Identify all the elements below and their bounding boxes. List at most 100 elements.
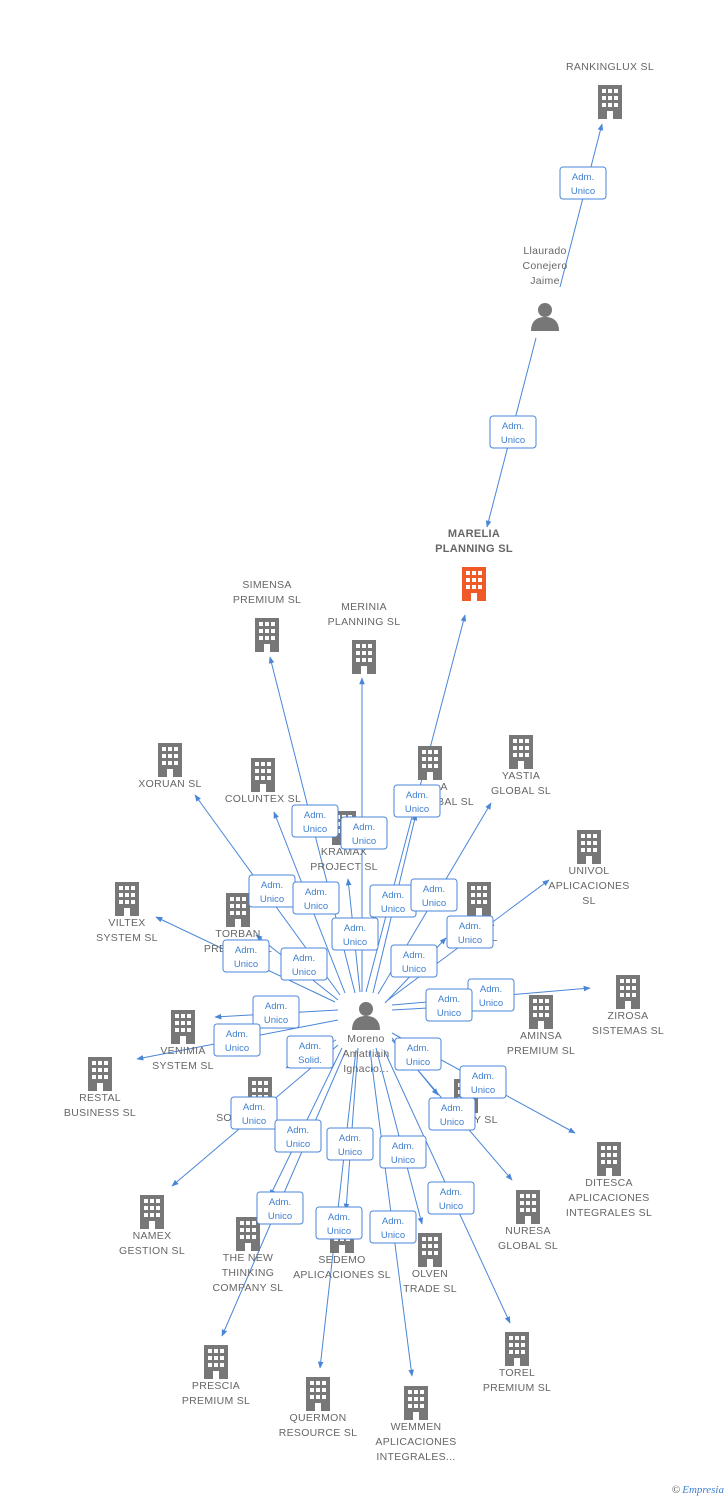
relation-tag-line: Adm. xyxy=(403,950,425,961)
relation-tag-wemmen[interactable]: Adm.Unico xyxy=(369,1210,417,1244)
company-node-coluntex[interactable]: COLUNTEX SL xyxy=(225,758,301,805)
relation-tag-so[interactable]: Adm.Solid. xyxy=(286,1035,334,1069)
relation-tag-torel[interactable]: Adm.Unico xyxy=(427,1181,475,1215)
relation-tag-line: Unico xyxy=(286,1139,310,1150)
relation-tag-coluntex[interactable]: Adm.Unico xyxy=(292,881,340,915)
relation-tag-restal[interactable]: Adm.Unico xyxy=(213,1023,261,1057)
relation-tag-marelia[interactable]: Adm.Unico xyxy=(489,415,537,449)
relation-tag-prescia[interactable]: Adm.Unico xyxy=(256,1191,304,1225)
relation-tag-line: Adm. xyxy=(243,1102,265,1113)
relation-tag-simensa[interactable]: Adm.Unico xyxy=(291,804,339,838)
relation-tag-box xyxy=(286,1035,334,1069)
relation-tag-line: Unico xyxy=(327,1226,351,1237)
relation-tag-quality[interactable]: Adm. Unico xyxy=(394,1037,442,1071)
relation-tag-venimia[interactable]: Adm.Unico xyxy=(252,995,300,1029)
relation-tag-a_global[interactable]: Adm.Unico xyxy=(369,884,417,918)
relation-tag-thenew[interactable]: Adm.Unico xyxy=(274,1119,322,1153)
node-label: COLUNTEX SL xyxy=(225,793,301,805)
relation-tag-rankinglux[interactable]: Adm.Unico xyxy=(559,166,607,200)
relation-tag-univol[interactable]: Adm.Unico xyxy=(446,915,494,949)
building-icon xyxy=(598,85,622,119)
relation-tag-line: Adm. xyxy=(261,880,283,891)
relation-tag-yastia[interactable]: Adm.Unico xyxy=(410,878,458,912)
relation-tag-line: Adm. xyxy=(382,890,404,901)
relation-tag-box xyxy=(213,1023,261,1057)
relation-tag-box xyxy=(446,915,494,949)
relation-tag-line: Unico xyxy=(292,967,316,978)
relation-tag-box xyxy=(291,804,339,838)
relation-tag-quermon[interactable]: Adm.Unico xyxy=(315,1206,363,1240)
relation-tag-zirosa[interactable]: Adm.Unico xyxy=(467,978,515,1012)
relation-tag-torban[interactable]: Adm.Unico xyxy=(280,947,328,981)
building-icon xyxy=(418,746,442,780)
relation-tag-aminsa[interactable]: Adm. Unico xyxy=(425,988,473,1022)
relation-tag-nuresa[interactable]: Adm.Unico xyxy=(428,1097,476,1131)
relation-tag-xoruan[interactable]: Adm.Unico xyxy=(248,874,296,908)
building-icon xyxy=(204,1345,228,1379)
relation-tag-line: Adm. xyxy=(407,1043,429,1054)
relation-tag-marelia[interactable]: Adm.Unico xyxy=(393,784,441,818)
company-node-so[interactable]: SO xyxy=(216,1077,272,1124)
relation-tag-line: Adm. xyxy=(235,945,257,956)
building-icon xyxy=(418,1233,442,1267)
relation-tag-olven[interactable]: Adm.Unico xyxy=(379,1135,427,1169)
relation-tag-line: Adm. xyxy=(438,994,460,1005)
node-label: RANKINGLUX SL xyxy=(566,61,654,73)
building-icon xyxy=(171,1010,195,1044)
relation-tag-a_sl[interactable]: Adm.Unico xyxy=(390,944,438,978)
relation-tag-line: Unico xyxy=(437,1008,461,1019)
relation-tag-sedemo[interactable]: Adm.Unico xyxy=(326,1127,374,1161)
company-node-xoruan[interactable]: XORUAN SL xyxy=(138,743,201,790)
relation-tag-kramax[interactable]: Adm.Unico xyxy=(331,917,379,951)
relation-tag-merinia[interactable]: Adm.Unico xyxy=(340,816,388,850)
relation-tag-box xyxy=(394,1037,442,1071)
footer-brand[interactable]: ©Empresia xyxy=(672,1484,724,1496)
relation-tag-box xyxy=(428,1097,476,1131)
relation-tag-line: Unico xyxy=(381,1230,405,1241)
relation-tag-viltex[interactable]: Adm.Unico xyxy=(222,939,270,973)
relation-tag-ditesca[interactable]: Adm.Unico xyxy=(459,1065,507,1099)
relation-tag-line: Adm. xyxy=(441,1103,463,1114)
relation-tag-line: Adm. xyxy=(305,887,327,898)
relation-tag-line: Unico xyxy=(264,1015,288,1026)
relation-tag-line: Unico xyxy=(471,1085,495,1096)
relation-tag-line: Unico xyxy=(406,1057,430,1068)
edge-llaurado-to-rankinglux xyxy=(559,123,604,288)
relation-tag-box xyxy=(230,1096,278,1130)
company-node-rankinglux[interactable]: RANKINGLUX SL xyxy=(566,61,654,119)
relation-tag-line: Unico xyxy=(268,1211,292,1222)
building-icon xyxy=(404,1386,428,1420)
building-icon xyxy=(115,882,139,916)
relation-tag-namex[interactable]: Adm.Unico xyxy=(230,1096,278,1130)
